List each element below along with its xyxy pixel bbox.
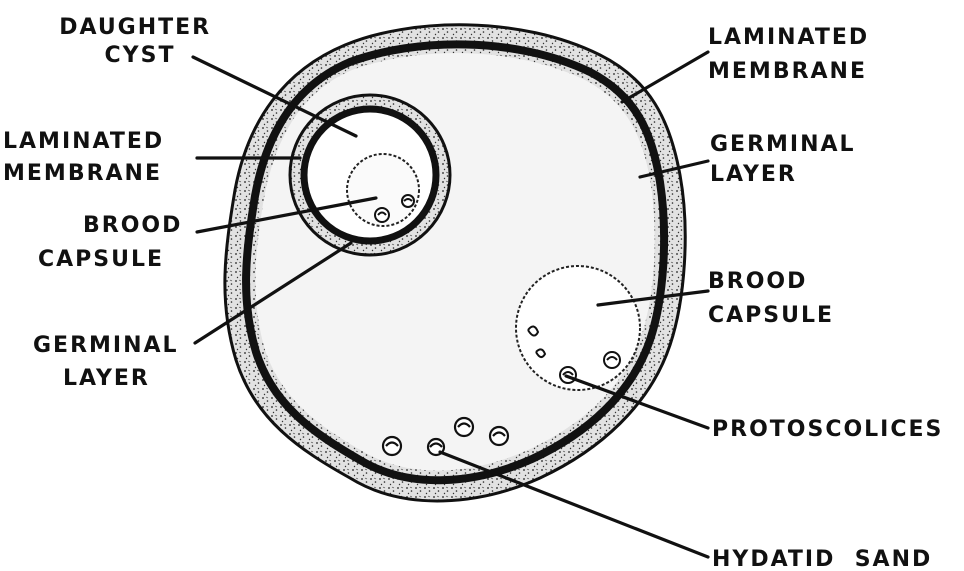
label-laminated-membrane-left: LAMINATED MEMBRANE — [3, 129, 174, 186]
label-brood-capsule-right: BROOD CAPSULE — [708, 269, 834, 328]
leader-laminated-membrane-right — [622, 52, 708, 102]
leader-hydatid-sand — [440, 452, 708, 557]
label-germinal-layer-right: GERMINAL LAYER — [710, 132, 865, 187]
label-laminated-membrane-right: LAMINATED MEMBRANE — [708, 25, 879, 84]
label-germinal-layer-left: GERMINAL LAYER — [33, 333, 188, 391]
label-protoscolices: PROTOSCOLICES — [712, 417, 943, 442]
label-brood-capsule-left: BROOD CAPSULE — [38, 213, 192, 272]
label-hydatid-sand: HYDATID SAND — [712, 547, 932, 571]
